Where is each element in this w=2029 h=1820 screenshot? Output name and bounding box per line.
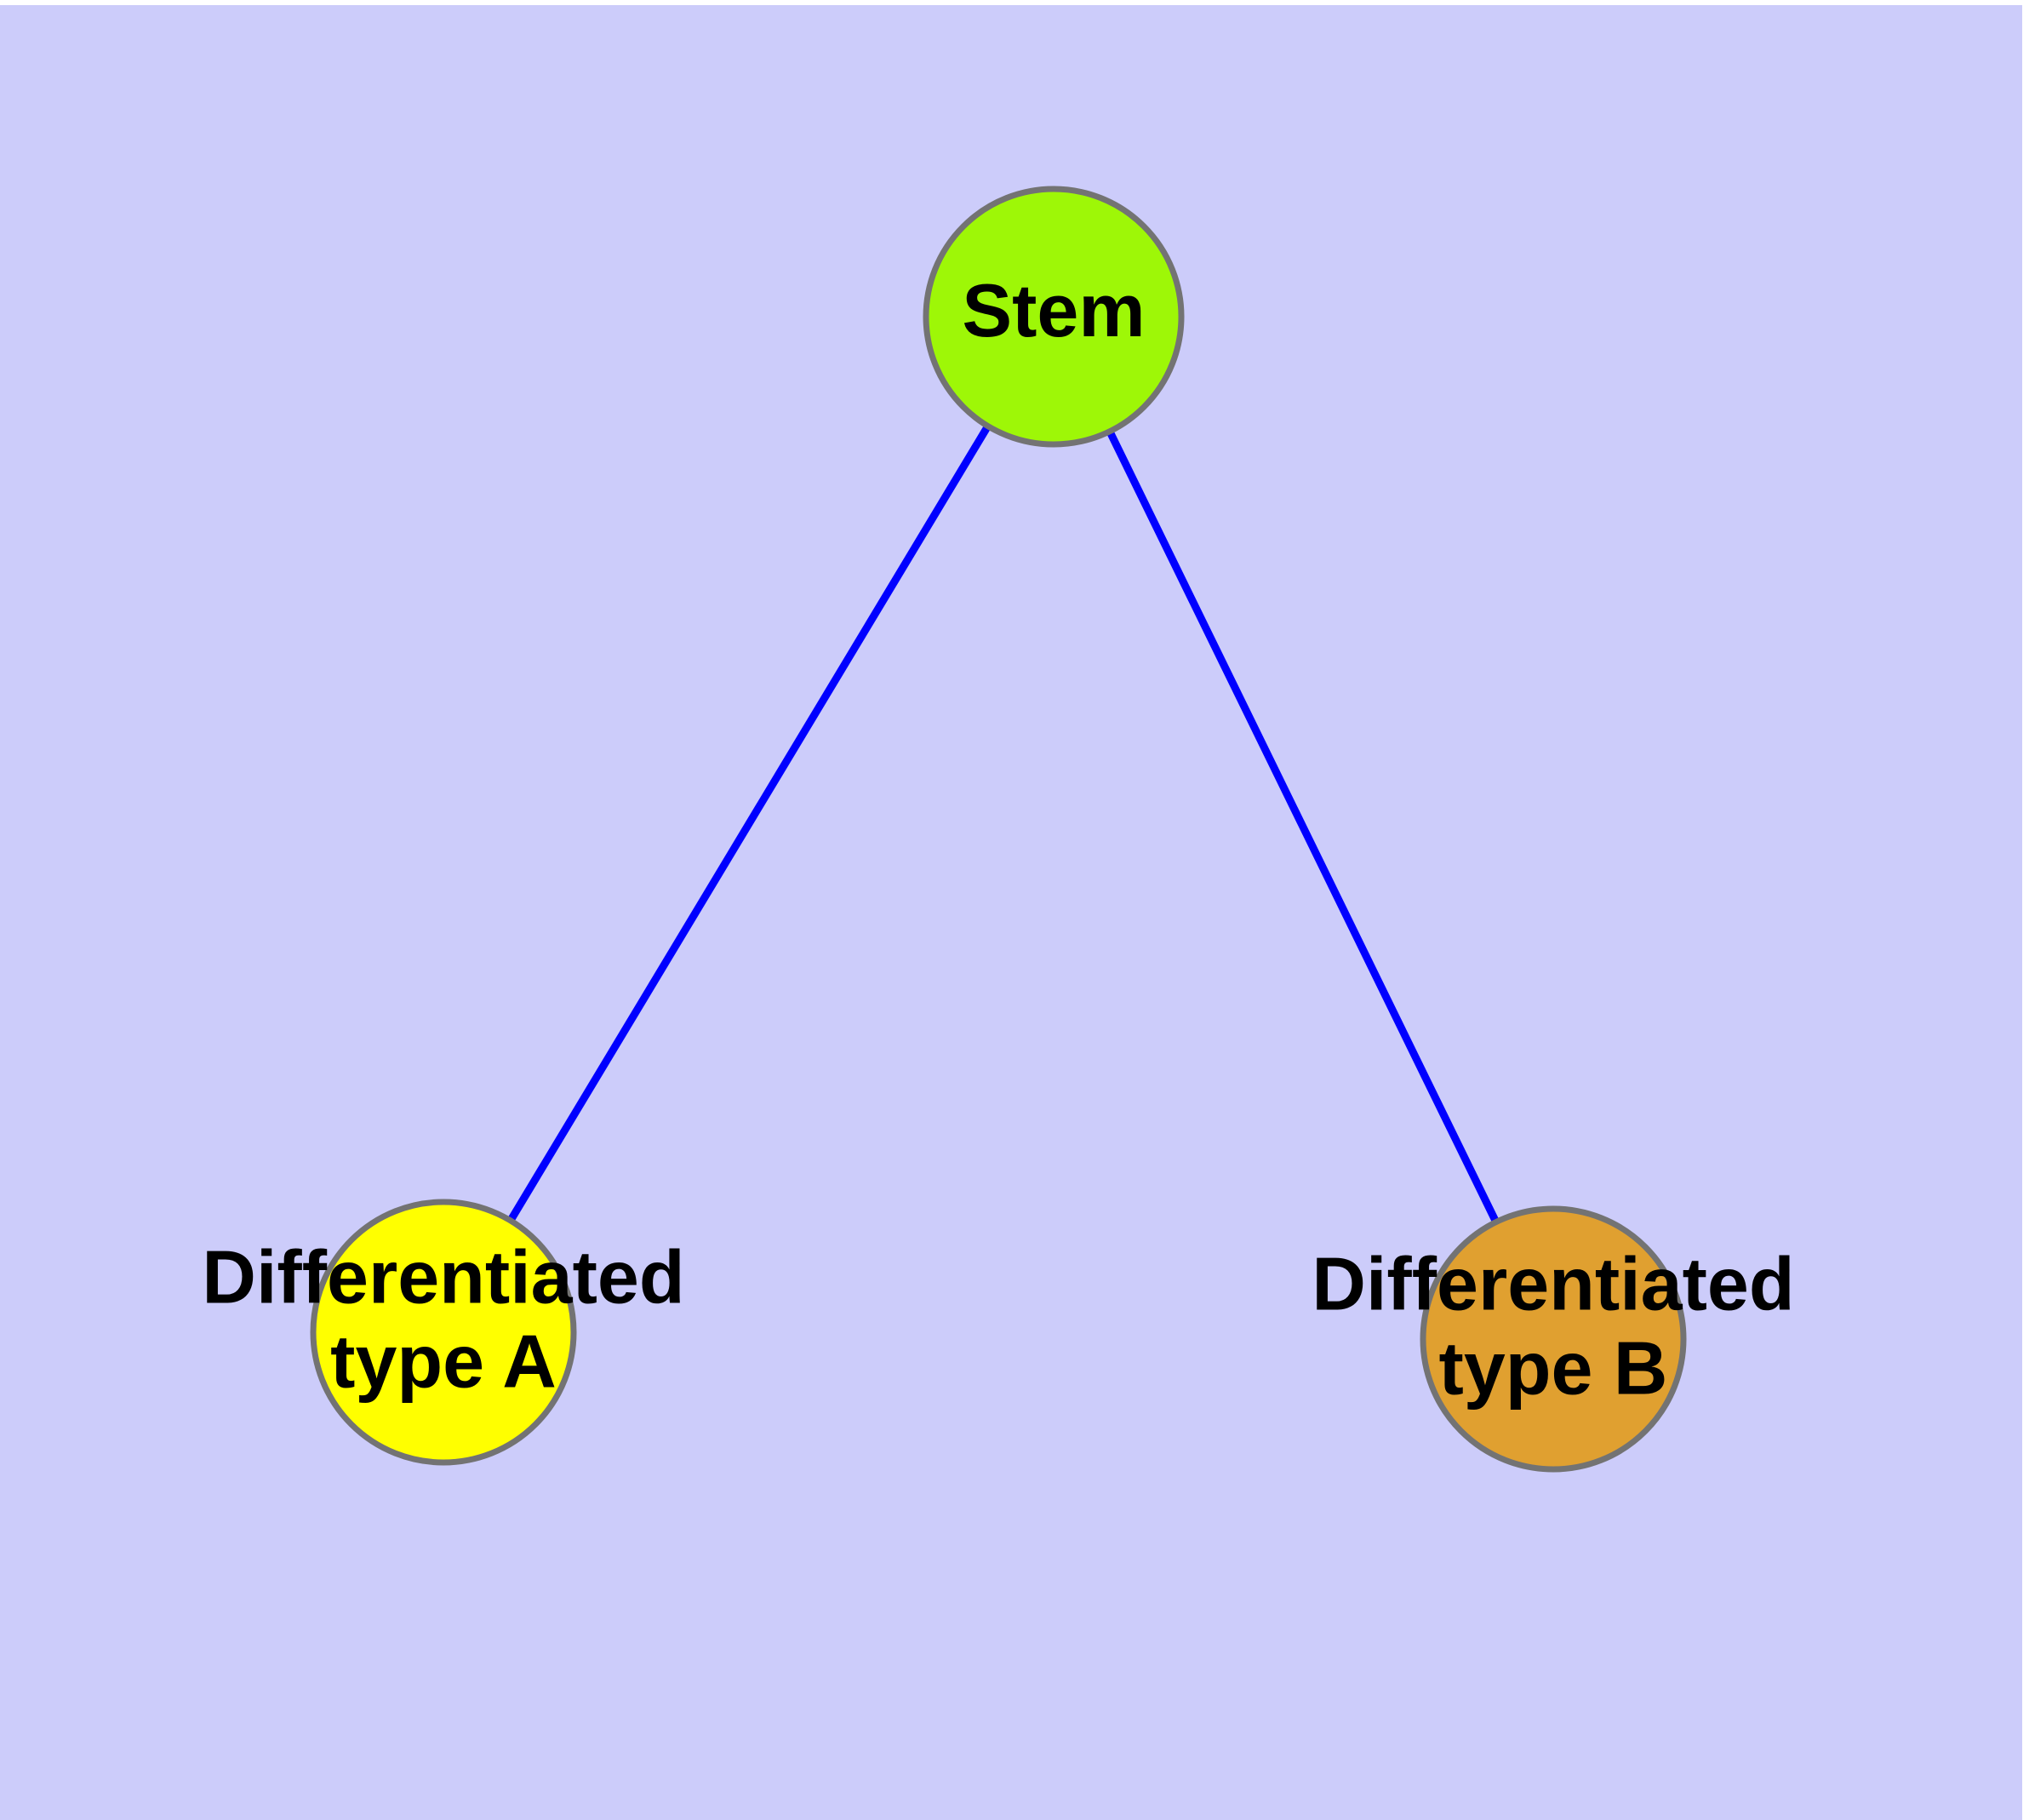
edge-stem-diff-b	[1105, 427, 1500, 1226]
graph-node-stem[interactable]: Stem	[923, 186, 1185, 448]
node-label-stem: Stem	[962, 268, 1145, 352]
node-label-line: Differentiated	[202, 1235, 684, 1319]
node-circle-stem[interactable]	[923, 186, 1185, 448]
edges-layer	[506, 422, 1500, 1226]
node-circle-diff_a[interactable]	[310, 1199, 577, 1466]
node-label-line: Differentiated	[1312, 1242, 1794, 1326]
node-label-line: Stem	[962, 268, 1145, 352]
node-label-line: type A	[330, 1319, 557, 1404]
node-label-line: type B	[1439, 1326, 1668, 1411]
node-circle-diff_b[interactable]	[1420, 1205, 1687, 1473]
edge-stem-diff-a	[506, 422, 992, 1224]
